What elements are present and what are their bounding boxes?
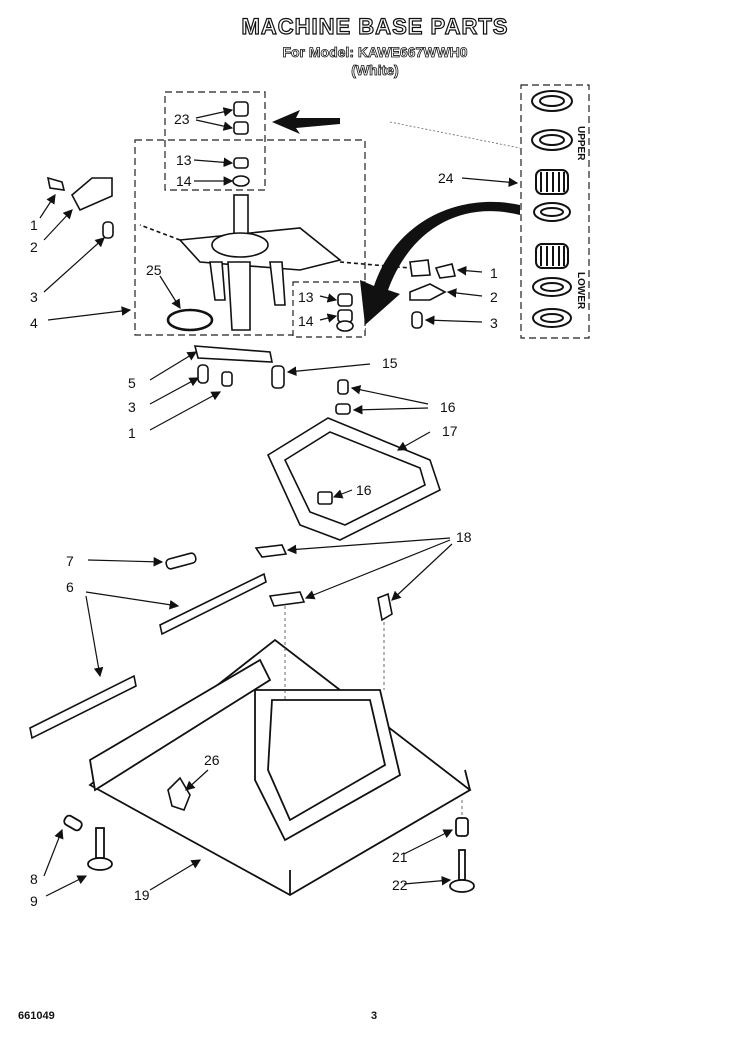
callout-16-top: 16 [440, 399, 456, 415]
callout-2-left: 2 [30, 239, 38, 255]
callout-13-inner: 13 [298, 289, 314, 305]
dashed-box-top [164, 91, 266, 191]
inner-box-parts [336, 293, 354, 332]
callout-24: 24 [438, 170, 454, 186]
page-title: MACHINE BASE PARTS [241, 13, 509, 39]
callout-14-top: 14 [176, 173, 192, 189]
top-box-parts [232, 101, 250, 187]
model-number: For Model: KAWE667WWH0 [282, 44, 468, 61]
side-panel-box [520, 84, 590, 339]
callout-16-frame: 16 [356, 482, 372, 498]
leader-arrows [39, 107, 519, 897]
callout-8: 8 [30, 871, 38, 887]
model-color: (White) [351, 62, 399, 79]
callout-7: 7 [66, 553, 74, 569]
dashed-box-main [134, 139, 366, 336]
callout-23: 23 [174, 111, 190, 127]
callout-26: 26 [204, 752, 220, 768]
callout-18: 18 [456, 529, 472, 545]
callout-13-top: 13 [176, 152, 192, 168]
upper-label: UPPER [575, 126, 586, 161]
callout-4: 4 [30, 315, 38, 331]
callout-22: 22 [392, 877, 408, 893]
transmission-assembly [139, 194, 411, 331]
callout-2-right: 2 [490, 289, 498, 305]
guide-lines [284, 606, 463, 820]
pads-18 [254, 544, 393, 622]
callout-19: 19 [134, 887, 150, 903]
callout-5: 5 [128, 375, 136, 391]
callout-21: 21 [392, 849, 408, 865]
callout-25: 25 [146, 262, 162, 278]
document-number: 661049 [18, 1010, 55, 1022]
right-bracket-parts [409, 259, 456, 329]
callout-1-right: 1 [490, 265, 498, 281]
ring-part-25 [166, 308, 214, 332]
callout-15: 15 [382, 355, 398, 371]
callout-14-inner: 14 [298, 313, 314, 329]
page-number: 3 [371, 1010, 378, 1022]
callout-6: 6 [66, 579, 74, 595]
callout-3-right: 3 [490, 315, 498, 331]
upper-bearings [531, 90, 573, 222]
callout-1-left: 1 [30, 217, 38, 233]
callout-3-lower: 3 [128, 399, 136, 415]
lower-bearings [532, 243, 572, 328]
left-bracket-parts [46, 176, 114, 239]
leveling-feet [63, 814, 475, 893]
big-arrow-top [272, 110, 340, 134]
springs-and-rails [29, 552, 267, 740]
callout-3-left: 3 [30, 289, 38, 305]
callout-1-lower: 1 [128, 425, 136, 441]
suspension-frame [266, 379, 441, 541]
callout-9: 9 [30, 893, 38, 909]
clip-part-26 [167, 776, 191, 811]
lower-label: LOWER [575, 272, 586, 310]
big-curved-arrow [360, 201, 520, 325]
machine-base-frame [88, 638, 472, 897]
bracket-and-springs [193, 345, 285, 389]
callout-17: 17 [442, 423, 458, 439]
